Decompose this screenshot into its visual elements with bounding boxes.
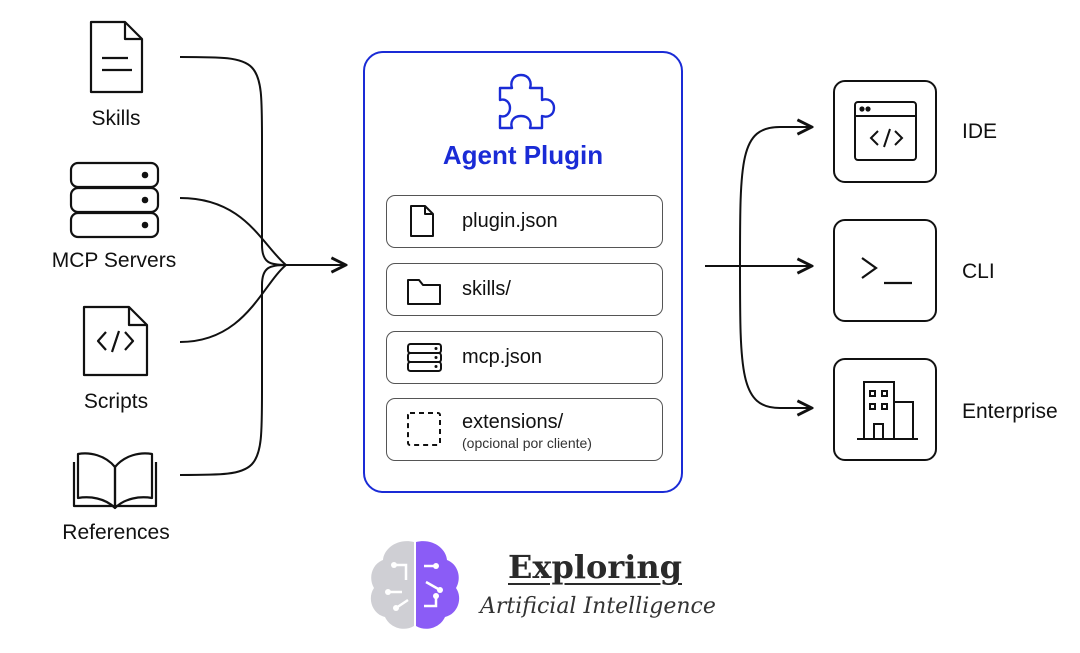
target-box-enterprise — [833, 358, 937, 461]
connector-mcp-servers — [179, 197, 287, 266]
target-box-ide — [833, 80, 937, 183]
input-label-references: References — [62, 521, 170, 544]
plugin-item-label: skills/ — [462, 278, 511, 300]
code-file-icon — [82, 305, 149, 377]
document-icon — [89, 20, 144, 94]
plugin-item-mcp-json: mcp.json — [386, 331, 663, 384]
connector-scripts — [179, 264, 287, 343]
plugin-item-note: (opcional por cliente) — [462, 435, 592, 451]
file-icon — [410, 205, 434, 237]
agent-plugin-container — [363, 51, 683, 493]
folder-icon — [407, 279, 441, 305]
input-label-mcp-servers: MCP Servers — [51, 249, 177, 272]
plugin-item-skills: skills/ — [386, 263, 663, 316]
target-label-cli: CLI — [962, 260, 995, 283]
connector-skills — [179, 56, 287, 266]
connector-references — [179, 264, 287, 476]
plugin-item-plugin-json: plugin.json — [386, 195, 663, 248]
open-book-icon — [72, 452, 158, 510]
server-stack-icon — [407, 343, 442, 372]
plugin-item-extensions: extensions/ (opcional por cliente) — [386, 398, 663, 461]
plugin-item-label: mcp.json — [462, 346, 543, 368]
plugin-item-label: extensions/ — [462, 411, 564, 433]
dashed-square-icon — [407, 412, 441, 446]
input-label-scripts: Scripts — [83, 390, 149, 413]
server-stack-icon — [69, 161, 160, 239]
plugin-title: Agent Plugin — [442, 140, 604, 170]
connector-enterprise — [739, 265, 810, 408]
target-label-ide: IDE — [962, 120, 998, 143]
connector-ide — [739, 127, 810, 267]
puzzle-piece-icon — [498, 73, 556, 130]
target-box-cli — [833, 219, 937, 322]
target-label-enterprise: Enterprise — [962, 400, 1058, 423]
brain-circuit-icon — [370, 541, 460, 629]
plugin-item-label: plugin.json — [462, 210, 558, 232]
brand-title: Exploring — [508, 548, 682, 586]
brand-subtitle: Artificial Intelligence — [480, 594, 716, 619]
input-label-skills: Skills — [91, 107, 141, 130]
